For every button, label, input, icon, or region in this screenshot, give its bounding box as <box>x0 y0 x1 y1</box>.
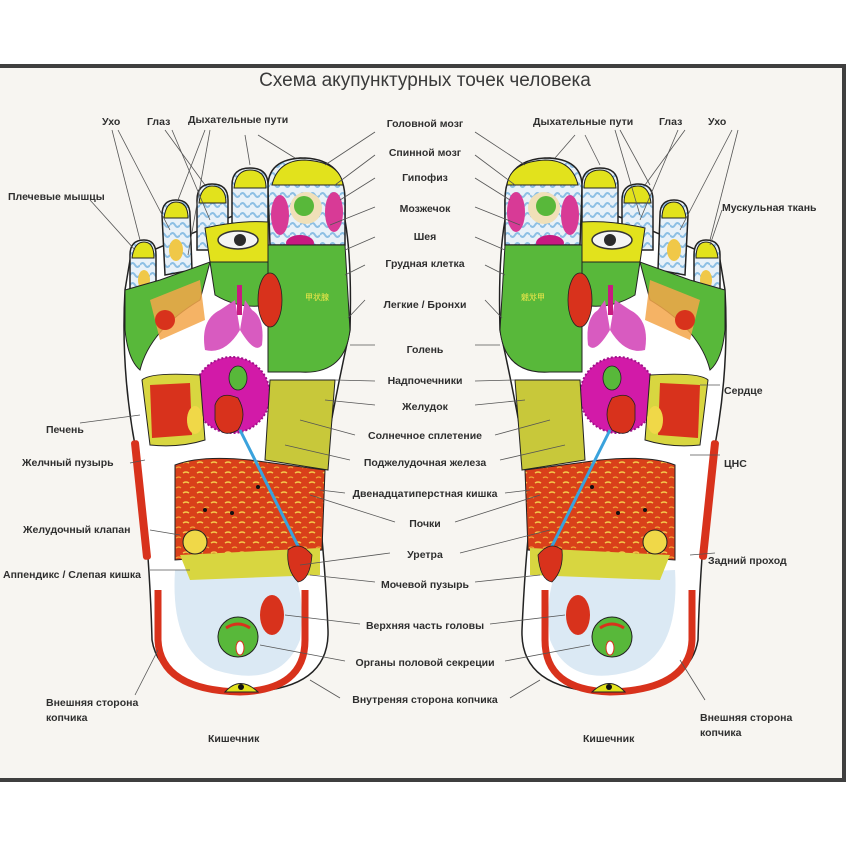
label-stomach: Желудок <box>402 401 448 413</box>
label-outer-coccyx-right-1: Внешняя сторона <box>700 712 793 724</box>
label-cns: ЦНС <box>724 458 747 470</box>
label-lungs-bronchi: Легкие / Бронхи <box>383 299 467 311</box>
leader-lines <box>79 129 739 701</box>
label-solar-plexus: Солнечное сплетение <box>368 430 482 442</box>
label-urethra: Уретра <box>407 549 443 561</box>
label-adrenal-glands: Надпочечники <box>387 375 463 387</box>
label-airways-right: Дыхательные пути <box>533 116 634 128</box>
label-spinal-cord: Спинной мозг <box>388 147 462 159</box>
right-foot <box>500 158 726 692</box>
label-muscle-tissue: Мускульная ткань <box>722 202 817 214</box>
label-intestine-right: Кишечник <box>583 733 635 745</box>
label-kidneys: Почки <box>409 518 441 530</box>
label-eye-right: Глаз <box>659 116 683 128</box>
label-ear-right: Ухо <box>708 116 727 128</box>
label-inner-coccyx: Внутреняя сторона копчика <box>352 694 498 706</box>
label-anus: Задний проход <box>708 555 787 567</box>
label-pancreas: Поджелудочная железа <box>363 457 487 469</box>
label-outer-coccyx-right-2: копчика <box>700 727 742 739</box>
label-eye-left: Глаз <box>147 116 171 128</box>
label-top-of-head: Верхняя часть головы <box>365 620 485 632</box>
label-neck: Шея <box>413 231 437 243</box>
diagram-title: Схема акупунктурных точек человека <box>259 70 591 91</box>
label-reproductive-organs: Органы половой секреции <box>355 657 495 669</box>
label-outer-coccyx-left-1: Внешняя сторона <box>46 697 139 709</box>
label-shin: Голень <box>406 344 444 356</box>
label-pyloric-valve: Желудочный клапан <box>23 524 131 536</box>
label-intestine-left: Кишечник <box>208 733 260 745</box>
label-chest: Грудная клетка <box>385 258 465 270</box>
label-pituitary: Гипофиз <box>402 172 448 184</box>
label-gallbladder: Желчный пузырь <box>22 457 114 469</box>
label-ear-left: Ухо <box>102 116 121 128</box>
label-shoulder-muscles: Плечевые мышцы <box>8 191 105 203</box>
label-airways-left: Дыхательные пути <box>188 114 289 126</box>
label-cerebellum: Мозжечок <box>399 203 451 215</box>
label-outer-coccyx-left-2: копчика <box>46 712 88 724</box>
label-heart: Сердце <box>724 385 763 397</box>
label-bladder: Мочевой пузырь <box>380 579 470 591</box>
label-duodenum: Двенадцатиперстная кишка <box>352 488 498 500</box>
label-liver: Печень <box>46 424 84 436</box>
label-appendix: Аппендикс / Слепая кишка <box>3 569 142 581</box>
label-brain: Головной мозг <box>386 118 464 130</box>
left-foot <box>124 158 350 692</box>
